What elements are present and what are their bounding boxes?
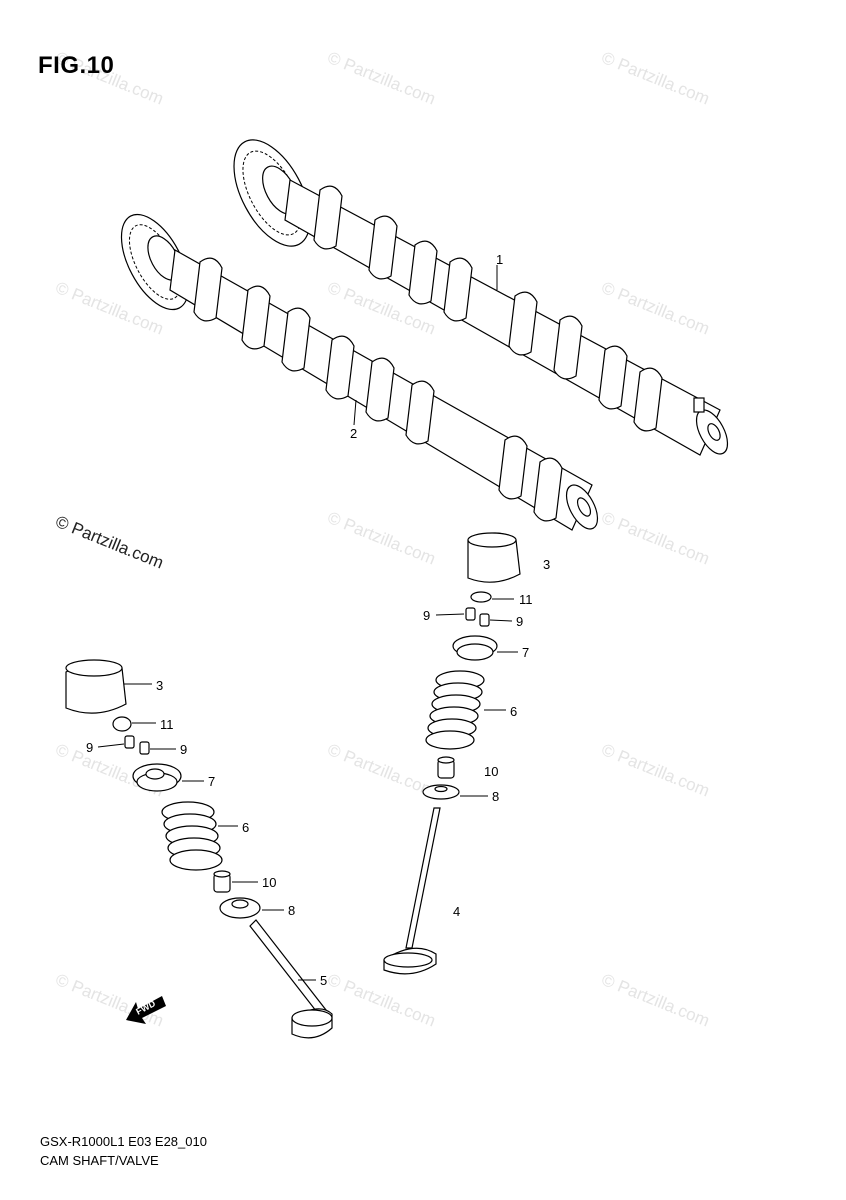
callout-label: 9 [180,742,187,757]
callout-label: 9 [423,608,430,623]
callout-label: 9 [86,740,93,755]
callout-label: 11 [160,717,174,732]
spring-right[interactable] [425,670,485,750]
cotter-right[interactable] [465,607,490,627]
tappet-left[interactable] [65,659,127,714]
valve-intake[interactable] [383,807,441,975]
callout-label: 3 [156,678,163,693]
callout-label: 8 [288,903,295,918]
shim-left[interactable] [112,716,132,732]
callout-label: 2 [350,426,357,441]
camshaft-2[interactable] [108,204,604,534]
seat-right[interactable] [422,784,460,800]
figure-title: FIG.10 [38,52,115,79]
callout-label: 8 [492,789,499,804]
cotter-left[interactable] [124,735,150,755]
valve-exhaust[interactable] [249,919,333,1039]
callout-label: 7 [208,774,215,789]
callout-label: 11 [519,592,533,607]
callout-label: 9 [516,614,523,629]
section-name: CAM SHAFT/VALVE [40,1153,159,1168]
spring-left[interactable] [161,801,223,871]
callout-label: 1 [496,252,503,267]
callout-label: 4 [453,904,460,919]
callout-label: 10 [262,875,276,890]
callout-label: 5 [320,973,327,988]
callout-label: 7 [522,645,529,660]
shim-right[interactable] [470,591,492,603]
tappet-right[interactable] [467,532,521,583]
seal-left[interactable] [213,870,231,893]
callout-label: 6 [510,704,517,719]
retainer-left[interactable] [132,763,182,792]
callout-label: 3 [543,557,550,572]
callout-label: 6 [242,820,249,835]
retainer-right[interactable] [452,635,498,661]
seal-right[interactable] [437,756,455,779]
callout-label: 10 [484,764,498,779]
diagram-footer: GSX-R1000L1 E03 E28_010 CAM SHAFT/VALVE [40,1132,207,1170]
seat-left[interactable] [219,897,261,919]
fwd-arrow-icon: FWD [126,996,166,1024]
model-code: GSX-R1000L1 E03 E28_010 [40,1134,207,1149]
camshaft-1[interactable] [218,128,734,459]
callouts: 1 2 3 11 9 9 7 6 10 8 4 3 11 9 9 7 6 10 [86,252,550,988]
